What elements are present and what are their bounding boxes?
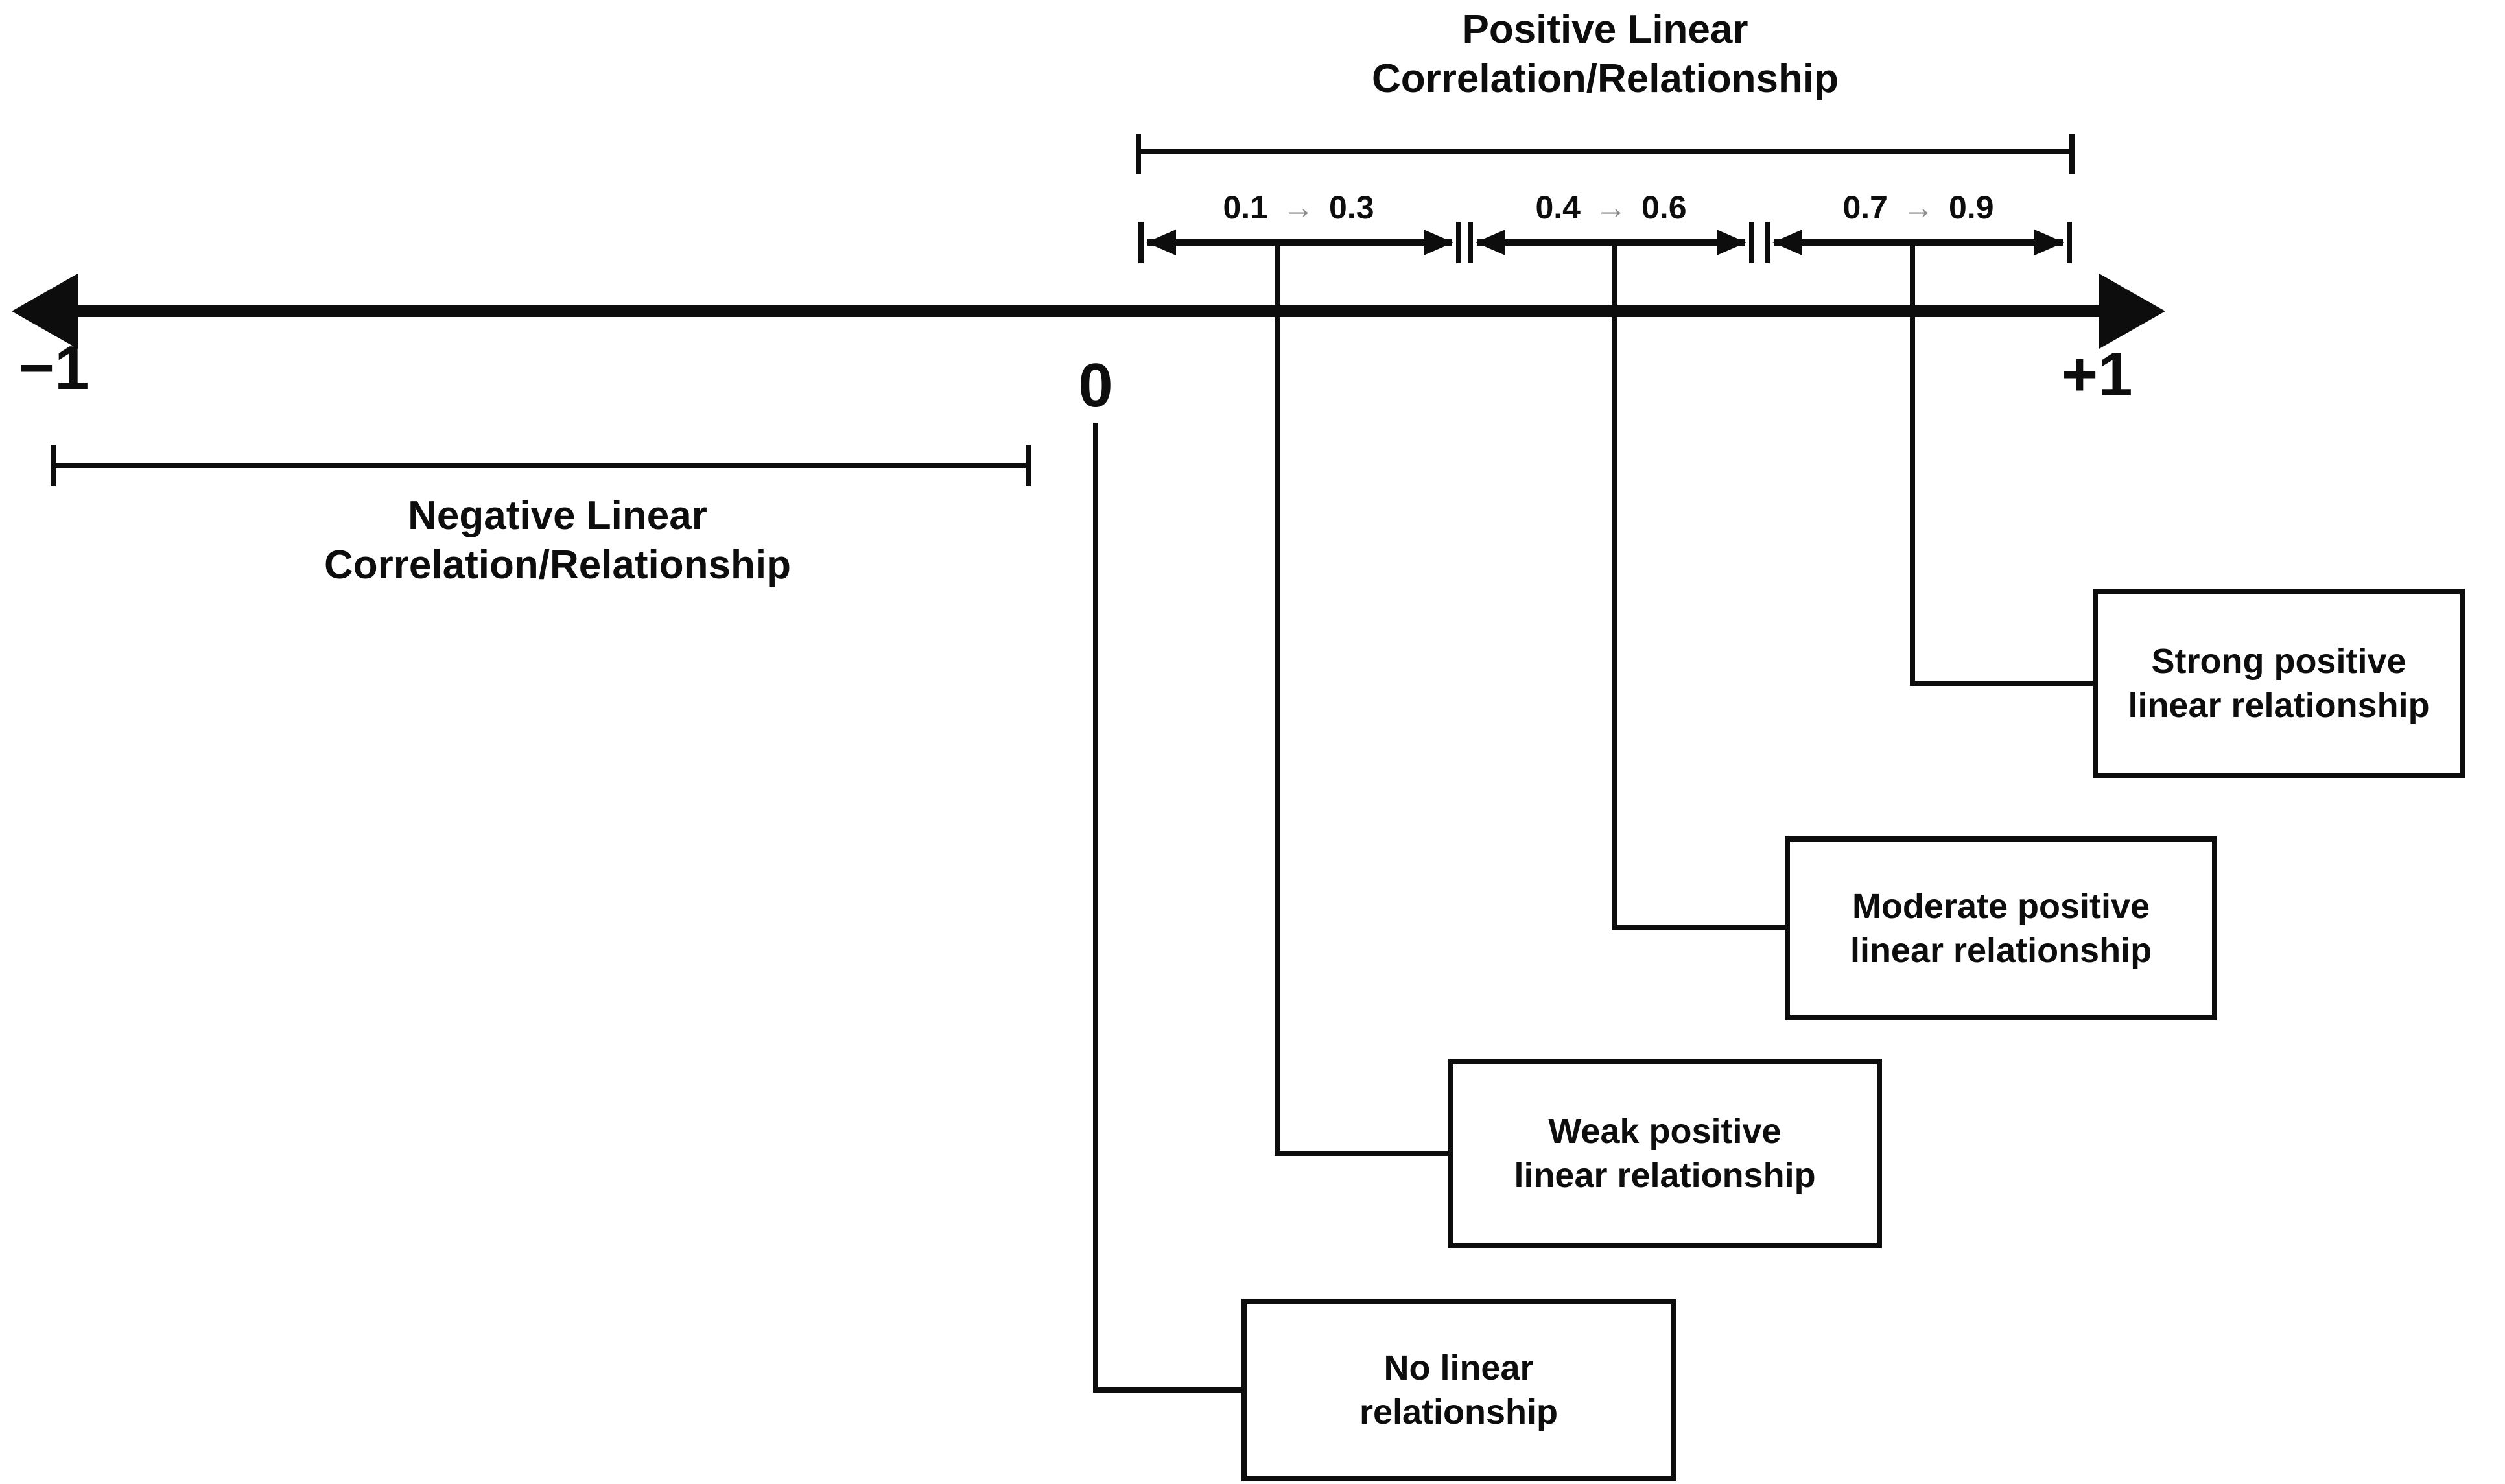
axis-label-plus-one: +1 <box>2062 340 2133 409</box>
range-strong-to: 0.9 <box>1949 189 1994 226</box>
range-weak-from: 0.1 <box>1223 189 1268 226</box>
moderate-positive-box-label: Moderate positive linear relationship <box>1850 884 2152 972</box>
range-weak-arrow-icon: → <box>1282 189 1315 226</box>
weak-positive-box: Weak positive linear relationship <box>1448 1059 1882 1248</box>
weak-box-line1: Weak positive <box>1548 1112 1782 1151</box>
range-label-weak: 0.1 → 0.3 <box>1138 189 1459 226</box>
moderate-box-line1: Moderate positive <box>1852 886 2150 926</box>
range-moderate-arrow-icon: → <box>1595 189 1627 226</box>
moderate-positive-box: Moderate positive linear relationship <box>1785 836 2217 1020</box>
connector-05-to-moderate-box <box>1612 242 1785 930</box>
positive-section-title: Positive Linear Correlation/Relationship <box>1136 5 2075 104</box>
range-weak-to: 0.3 <box>1329 189 1374 226</box>
negative-title-line2: Correlation/Relationship <box>324 543 791 587</box>
moderate-box-line2: linear relationship <box>1850 930 2152 970</box>
negative-bracket <box>51 445 1031 486</box>
strong-box-line2: linear relationship <box>2128 686 2430 725</box>
positive-title-line1: Positive Linear <box>1462 7 1748 52</box>
main-axis <box>12 274 2165 349</box>
strong-box-line1: Strong positive <box>2151 642 2406 681</box>
range-moderate-to: 0.6 <box>1641 189 1687 226</box>
no-linear-box-line1: No linear <box>1383 1349 1534 1387</box>
axis-label-minus-one: −1 <box>18 333 89 403</box>
range-strong-from: 0.7 <box>1842 189 1888 226</box>
connector-08-to-strong-box <box>1910 242 2093 686</box>
negative-section-title: Negative Linear Correlation/Relationship <box>91 491 1024 590</box>
negative-title-line1: Negative Linear <box>408 493 707 538</box>
weak-positive-box-label: Weak positive linear relationship <box>1514 1109 1815 1197</box>
connector-zero-to-none-box <box>1093 423 1241 1393</box>
strong-positive-box-label: Strong positive linear relationship <box>2128 639 2429 727</box>
range-label-strong: 0.7 → 0.9 <box>1767 189 2069 226</box>
weak-box-line2: linear relationship <box>1514 1156 1816 1195</box>
no-linear-box: No linear relationship <box>1241 1299 1676 1481</box>
range-moderate-from: 0.4 <box>1535 189 1581 226</box>
strong-positive-box: Strong positive linear relationship <box>2093 589 2465 778</box>
range-segment-weak <box>1138 222 1461 263</box>
positive-title-line2: Correlation/Relationship <box>1372 56 1839 101</box>
positive-bracket <box>1136 134 2075 174</box>
range-label-moderate: 0.4 → 0.6 <box>1470 189 1752 226</box>
connector-02-to-weak-box <box>1275 242 1448 1156</box>
range-strong-arrow-icon: → <box>1902 189 1935 226</box>
axis-left-arrowhead <box>12 274 78 349</box>
no-linear-box-line2: relationship <box>1359 1393 1558 1431</box>
range-segment-strong <box>1765 222 2072 263</box>
no-linear-box-label: No linear relationship <box>1359 1346 1558 1434</box>
axis-label-zero: 0 <box>1078 351 1113 420</box>
range-segment-moderate <box>1468 222 1754 263</box>
axis-right-arrowhead <box>2099 274 2165 349</box>
